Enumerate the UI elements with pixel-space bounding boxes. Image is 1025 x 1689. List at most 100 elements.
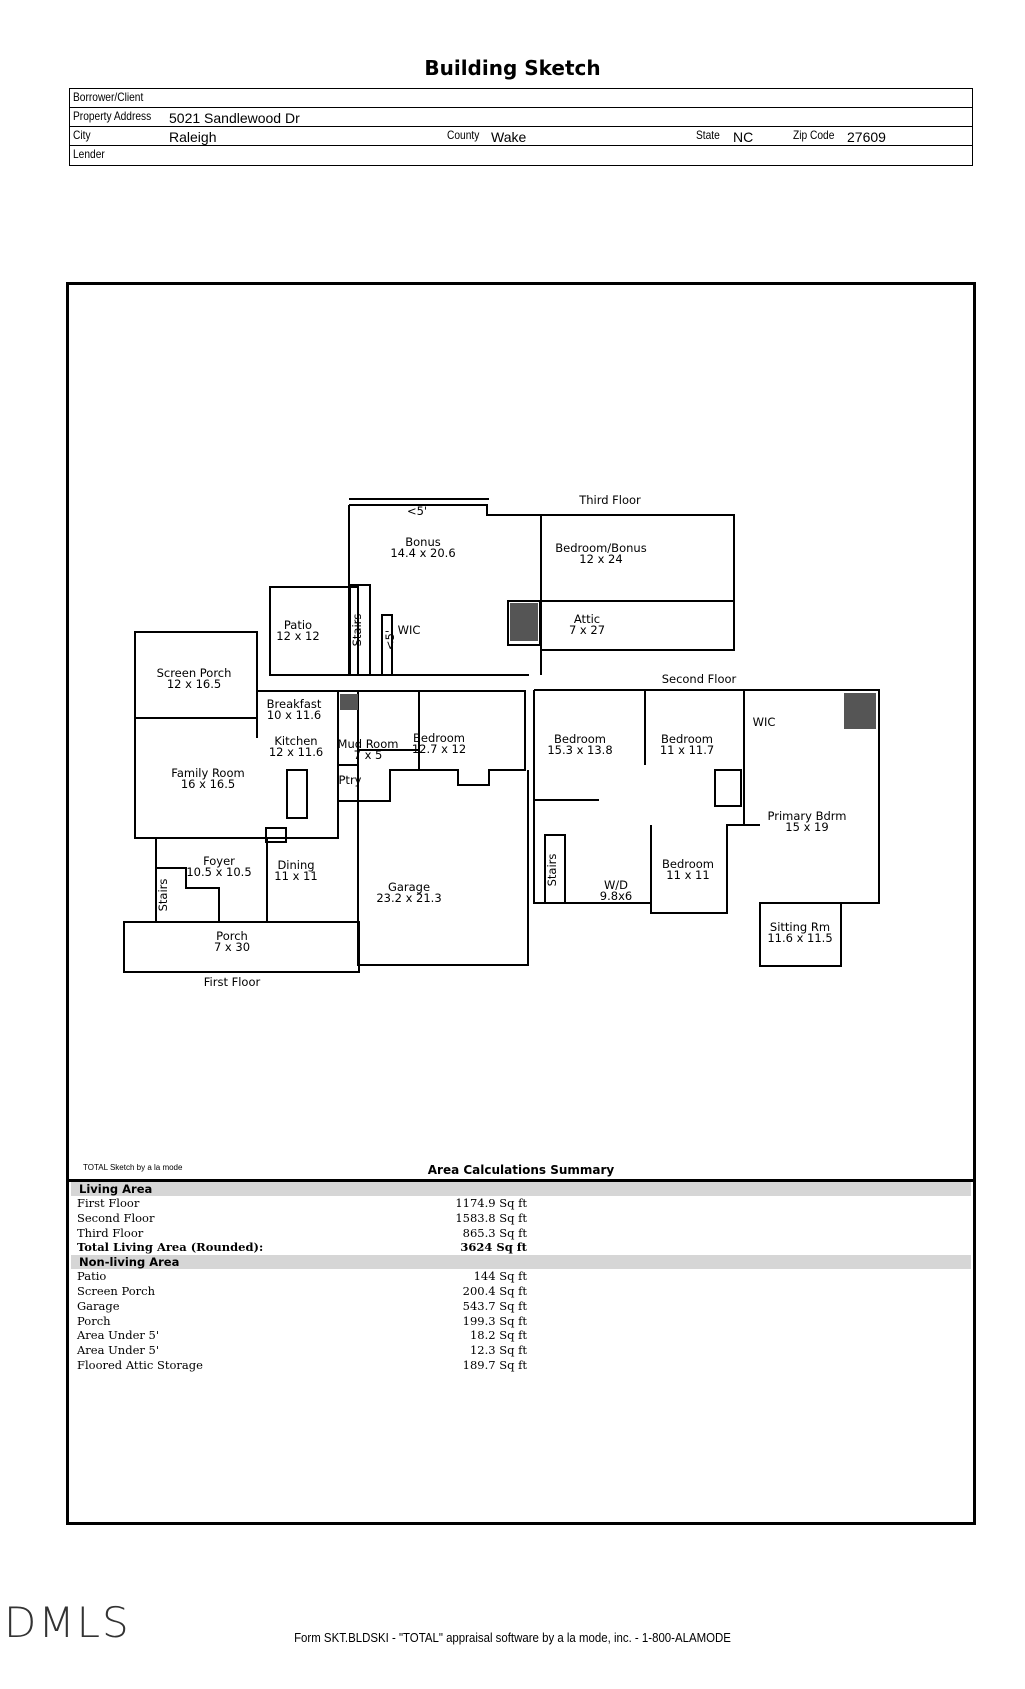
city-value: Raleigh [169,129,217,145]
mud-room-label: Mud Room [338,737,399,751]
mud-bedroom-walls [358,690,526,802]
garage-walls [357,770,529,966]
pantry-label: Ptry [339,773,362,787]
wd-dims: 9.8x6 [600,889,632,903]
kitchen-dims: 12 x 11.6 [269,745,323,759]
attic-label: Attic [574,612,600,626]
sketch-credit: TOTAL Sketch by a la mode [83,1163,183,1172]
area-row-label: Porch [77,1313,111,1328]
area-row-value: 543.7 Sq ft [462,1298,527,1313]
property-info-table: Borrower/Client Property Address 5021 Sa… [69,88,973,166]
zip-value: 27609 [847,129,886,145]
bedroom3-dims: 11 x 11.7 [660,743,714,757]
area-row-label: Area Under 5' [77,1343,160,1358]
dmls-watermark: DMLS [4,1598,131,1647]
dining-label: Dining [277,858,314,872]
screen-porch-dims: 12 x 16.5 [167,677,221,691]
second-floor-bottom [533,690,760,914]
second-floor-outer [534,689,880,967]
wic-wall [381,614,393,675]
area-row-label: Garage [77,1298,120,1313]
first-stairs-label: Stairs [156,879,170,912]
area-row-label: Third Floor [77,1225,144,1240]
bonus-label: Bonus [405,535,441,549]
shower-tile-3f [510,603,538,641]
borrower-row: Borrower/Client [70,89,972,108]
tub [714,769,742,807]
area-row: Area Under 5' 12.3 Sq ft [69,1343,973,1358]
family-room-label: Family Room [171,766,244,780]
area-row-value: 144 Sq ft [473,1269,527,1284]
primary-dims: 15 x 19 [785,820,828,834]
summary-title: Area Calculations Summary [427,1163,615,1177]
foyer-stairs-walls [156,867,220,922]
third-stairs-label: Stairs [350,614,364,647]
primary-label: Primary Bdrm [767,809,846,823]
nonliving-area-header: Non-living Area [71,1255,971,1270]
area-row-value: 199.3 Sq ft [462,1313,527,1328]
sitting-dims: 11.6 x 11.5 [767,931,832,945]
area-row-label: Second Floor [77,1210,155,1225]
area-row-label: Patio [77,1269,107,1284]
breakfast-label: Breakfast [267,697,322,711]
second-floor-label: Second Floor [662,672,737,686]
second-stairs-area [544,834,566,904]
area-row-value: 12.3 Sq ft [469,1343,527,1358]
wic2-label: WIC [753,715,776,729]
total-label: Total Living Area (Rounded): [77,1240,264,1255]
screen-porch-label: Screen Porch [157,666,232,680]
third-floor-left-wall [348,505,529,676]
area-row-label: Floored Attic Storage [77,1357,203,1372]
wic-label: WIC [398,623,421,637]
bedroom4-label: Bedroom [662,857,714,871]
patio-area [269,586,359,676]
area-row-value: 189.7 Sq ft [462,1357,527,1372]
patio-dims: 12 x 12 [276,629,319,643]
address-value: 5021 Sandlewood Dr [169,110,300,126]
bedroom1-dims: 12.7 x 12 [412,742,466,756]
shower-1f [340,694,358,710]
address-row: Property Address 5021 Sandlewood Dr [70,108,972,127]
county-label: County [447,128,480,142]
bonus-dims: 14.4 x 20.6 [390,546,455,560]
porch-dims: 7 x 30 [214,940,250,954]
third-floor-label: Third Floor [578,493,641,507]
borrower-label: Borrower/Client [73,90,144,104]
area-row-value: 200.4 Sq ft [462,1283,527,1298]
area-row-value: 1583.8 Sq ft [455,1210,527,1225]
wd-label: W/D [604,878,628,892]
total-value: 3624 Sq ft [460,1240,527,1255]
address-label: Property Address [73,109,152,123]
bedroom2-dims: 15.3 x 13.8 [547,743,612,757]
family-room-dims: 16 x 16.5 [181,777,235,791]
under5-side-label: <5' [383,630,397,650]
area-row: Second Floor 1583.8 Sq ft [69,1211,973,1226]
area-row: Porch 199.3 Sq ft [69,1314,973,1329]
kitchen-counter [265,827,287,843]
area-row-label: Screen Porch [77,1283,156,1298]
bedbonus-label: Bedroom/Bonus [555,541,646,555]
floor-plan: Third Floor <5' Bonus 14.4 x 20.6 Bedroo… [123,493,880,989]
dining-walls [266,691,359,923]
area-row-label: Area Under 5' [77,1328,160,1343]
sitting-label: Sitting Rm [770,920,830,934]
bedroom3-label: Bedroom [661,732,713,746]
patio-label: Patio [284,618,312,632]
garage-label: Garage [388,880,430,894]
area-row: Floored Attic Storage 189.7 Sq ft [69,1358,973,1373]
area-row: Garage 543.7 Sq ft [69,1299,973,1314]
area-row-value: 18.2 Sq ft [469,1328,527,1343]
porch-label: Porch [216,929,248,943]
third-stairs-area [349,584,371,676]
garage-dims: 23.2 x 21.3 [376,891,441,905]
form-footer: Form SKT.BLDSKI - "TOTAL" appraisal soft… [294,1630,731,1645]
living-area-header: Living Area [71,1182,971,1196]
bedroom1-label: Bedroom [413,731,465,745]
page-title: Building Sketch [424,56,601,80]
foyer-label: Foyer [203,854,235,868]
bedroom4-dims: 11 x 11 [666,868,709,882]
breakfast-dims: 10 x 11.6 [267,708,321,722]
second-stairs-label: Stairs [545,854,559,887]
